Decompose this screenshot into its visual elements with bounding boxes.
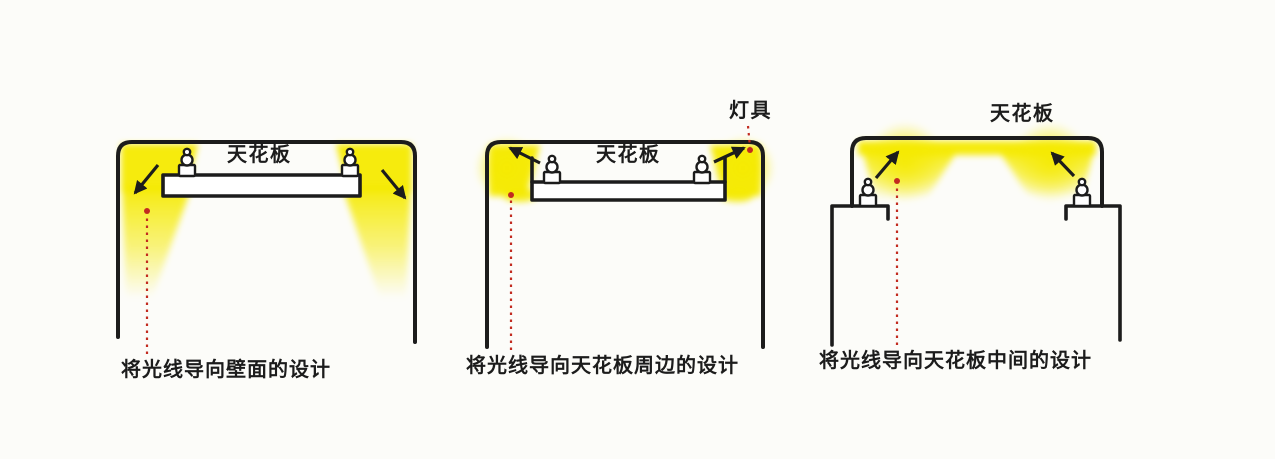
ceiling-label-middle: 天花板 bbox=[596, 142, 661, 166]
ceiling-label-left: 天花板 bbox=[227, 142, 292, 166]
light-arrow-up-right-icon bbox=[713, 146, 746, 164]
dropped-ceiling-band bbox=[530, 180, 727, 202]
leader-line-left-caption bbox=[144, 208, 150, 354]
ceiling-label-right: 天花板 bbox=[990, 101, 1055, 125]
light-arrow-down-left-icon bbox=[133, 163, 160, 195]
fixture-label: 灯具 bbox=[729, 98, 772, 122]
caption-left: 将光线导向壁面的设计 bbox=[121, 357, 331, 381]
diagram-right bbox=[830, 122, 1122, 347]
ceiling-outline bbox=[116, 140, 417, 344]
light-glow-middle-diagram bbox=[475, 136, 775, 202]
left-wall-ledge bbox=[830, 204, 890, 347]
diagram-left bbox=[116, 140, 417, 354]
light-arrow-up-right-icon bbox=[874, 150, 900, 180]
light-arrow-up-left-icon bbox=[1050, 151, 1076, 178]
leader-line-right-caption bbox=[894, 178, 900, 345]
leader-line-middle-caption bbox=[508, 192, 514, 350]
ceiling-outline bbox=[485, 140, 765, 349]
light-arrow-up-left-icon bbox=[508, 146, 541, 165]
dropped-ceiling-band bbox=[161, 173, 362, 198]
light-glow-left-diagram bbox=[121, 144, 412, 298]
raised-ceiling-outline bbox=[850, 136, 1104, 208]
light-arrow-down-right-icon bbox=[380, 168, 407, 200]
caption-right: 将光线导向天花板中间的设计 bbox=[819, 348, 1092, 372]
caption-middle: 将光线导向天花板周边的设计 bbox=[466, 353, 739, 377]
lamp-icon bbox=[542, 154, 562, 185]
diagram-middle bbox=[475, 125, 775, 350]
light-glow-right-diagram bbox=[858, 122, 1096, 202]
right-wall-ledge bbox=[1064, 204, 1122, 342]
leader-line-fixture-label bbox=[746, 125, 753, 153]
lamp-icon bbox=[692, 154, 712, 185]
